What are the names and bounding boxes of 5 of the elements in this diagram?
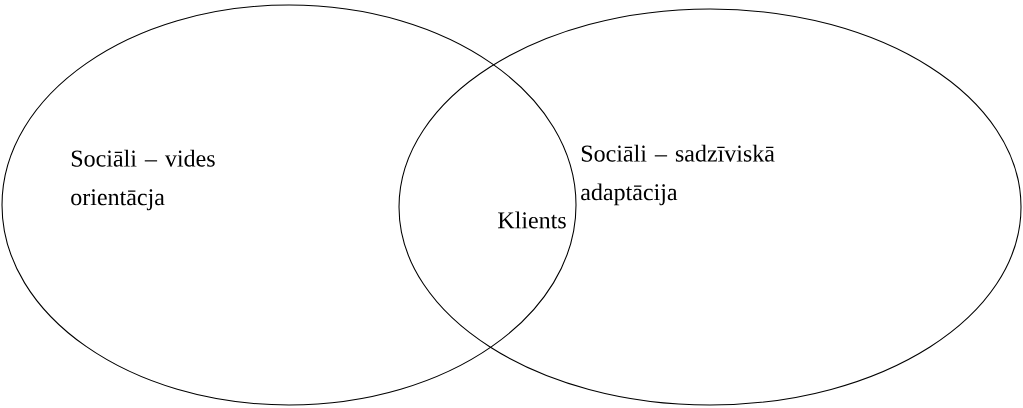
ellipse-label: Sociāli – vides orientācja [71, 149, 215, 211]
ellipse [398, 8, 1022, 406]
overlap-label: Klients [498, 211, 566, 229]
ellipse [1, 4, 577, 406]
ellipse-label: Sociāli – sadzīviskā adaptācija [581, 144, 775, 206]
